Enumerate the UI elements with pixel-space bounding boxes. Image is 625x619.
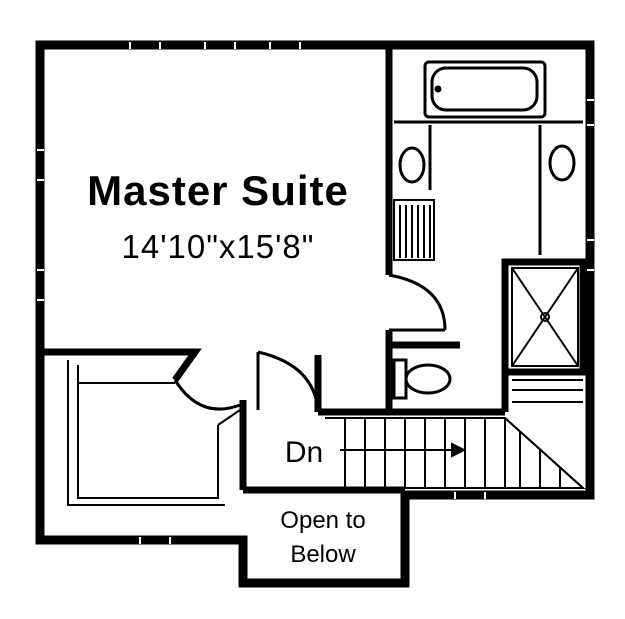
open-to-below-line2: Below [290,541,356,568]
bathtub-icon [423,60,547,119]
master-door-swing [173,273,447,413]
window-marks [37,42,594,544]
linen-shelves [512,379,583,403]
stairs [325,417,586,489]
stairs-direction-label: Dn [285,436,323,469]
open-to-below-line1: Open to [280,507,365,534]
interior-walls [43,48,587,494]
sink-right-icon [548,144,576,182]
hall-outline [67,360,241,506]
room-dimensions: 14'10"x15'8" [121,228,314,265]
toilet-icon [392,358,452,400]
shelf-hatch [393,199,435,261]
sink-left-icon [398,146,426,184]
stair-direction-arrow [340,442,467,458]
room-name: Master Suite [87,167,349,214]
vanity [394,120,583,255]
shower-icon [511,267,579,367]
exterior-walls [35,40,595,588]
